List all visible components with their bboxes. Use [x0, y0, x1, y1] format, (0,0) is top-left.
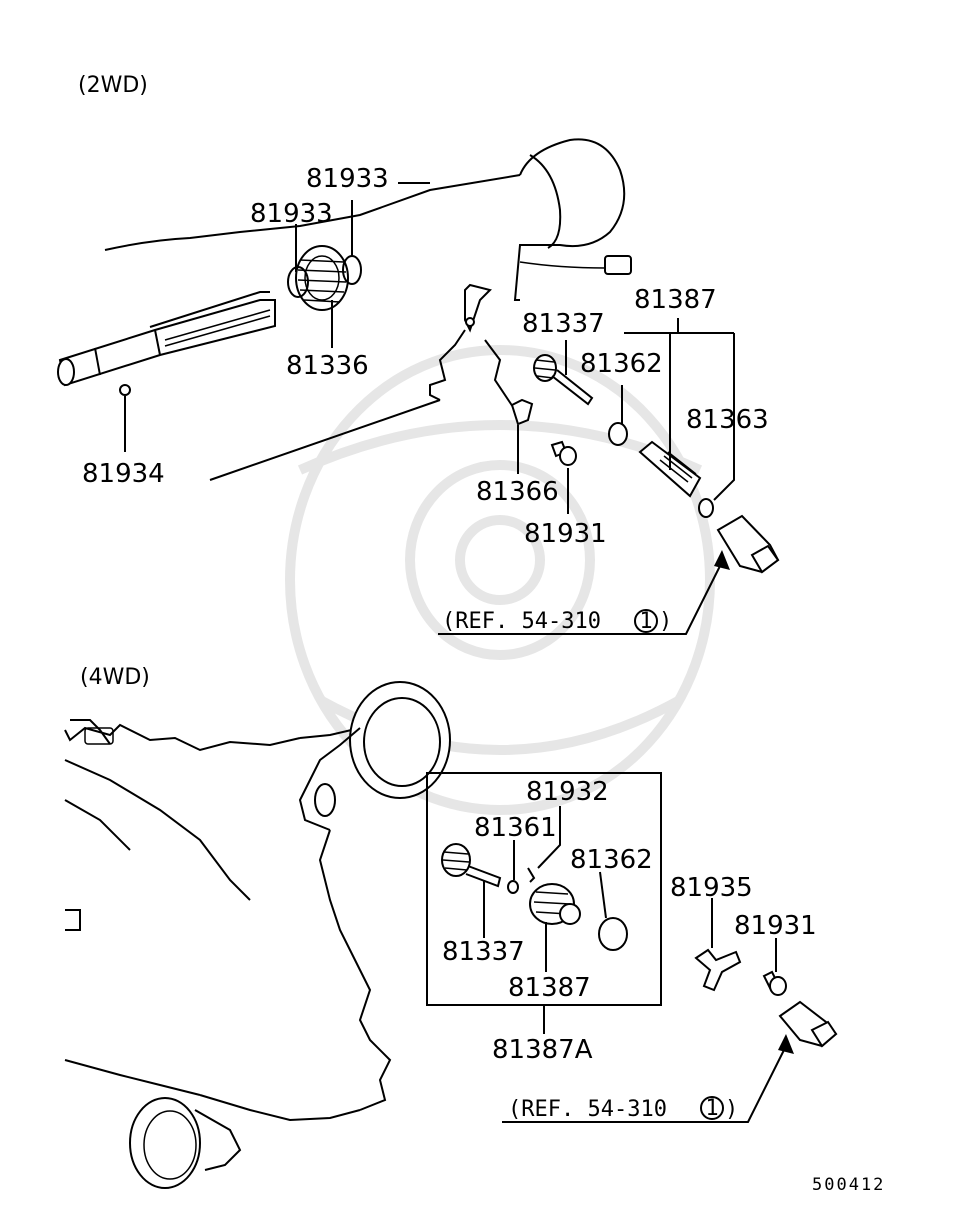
callout-81336: 81336: [286, 351, 369, 381]
callout-81934: 81934: [82, 459, 165, 489]
plate-81935: [694, 948, 742, 992]
ref-close-2wd: ): [659, 609, 672, 634]
callout-81931-4wd: 81931: [734, 911, 817, 941]
callout-81362-2wd: 81362: [580, 349, 663, 379]
ref-circle-4wd: [700, 1096, 724, 1120]
callout-81932: 81932: [526, 777, 609, 807]
callout-81935: 81935: [670, 873, 753, 903]
ref-circle-number-4wd: 1: [705, 1096, 718, 1121]
callout-81933-top: 81933: [306, 164, 389, 194]
leader-lines-4wd: [483, 806, 794, 1123]
ref-close-4wd: ): [725, 1097, 738, 1122]
callout-81387-4wd: 81387: [508, 973, 591, 1003]
pin-81932: [527, 867, 536, 883]
ref-note-2wd: (REF. 54-310: [442, 609, 601, 634]
callout-81361: 81361: [474, 813, 557, 843]
output-shaft: [57, 291, 276, 387]
driven-gear-sleeve-4wd: [529, 883, 581, 925]
callout-81931-2wd: 81931: [524, 519, 607, 549]
ref-note-4wd: (REF. 54-310: [508, 1097, 667, 1122]
ball-81934: [119, 384, 131, 396]
callout-81366: 81366: [476, 477, 559, 507]
o-ring-81362-2wd: [608, 422, 628, 446]
diagram-code: 500412: [812, 1175, 885, 1195]
driven-gear-4wd: [441, 843, 502, 888]
section-label-4wd: (4WD): [80, 665, 150, 690]
callout-81387A: 81387A: [492, 1035, 593, 1065]
ref-circle-number-2wd: 1: [639, 609, 652, 634]
bolt-81931-2wd: [550, 440, 577, 466]
driven-gear-2wd: [533, 354, 594, 406]
ref-circle-2wd: [634, 609, 658, 633]
callout-81337-4wd: 81337: [442, 937, 525, 967]
callout-81363: 81363: [686, 405, 769, 435]
section-label-2wd: (2WD): [78, 73, 148, 98]
transmission-housing-2wd: [104, 138, 632, 481]
callout-81337-2wd: 81337: [522, 309, 605, 339]
callout-81933-left: 81933: [250, 199, 333, 229]
transfer-case-housing: [64, 681, 451, 1189]
callout-81362-4wd: 81362: [570, 845, 653, 875]
speed-sensor-4wd: [778, 1000, 838, 1048]
bracket-81366: [510, 398, 534, 426]
leader-lines-2wd: [124, 182, 735, 635]
speed-sensor-2wd: [716, 514, 780, 574]
o-ring-81362-4wd: [598, 917, 628, 951]
o-ring-81361: [507, 880, 519, 894]
speedometer-drive-gear: [287, 245, 362, 311]
bolt-81931-4wd: [762, 970, 787, 996]
callout-81387-2wd: 81387: [634, 285, 717, 315]
